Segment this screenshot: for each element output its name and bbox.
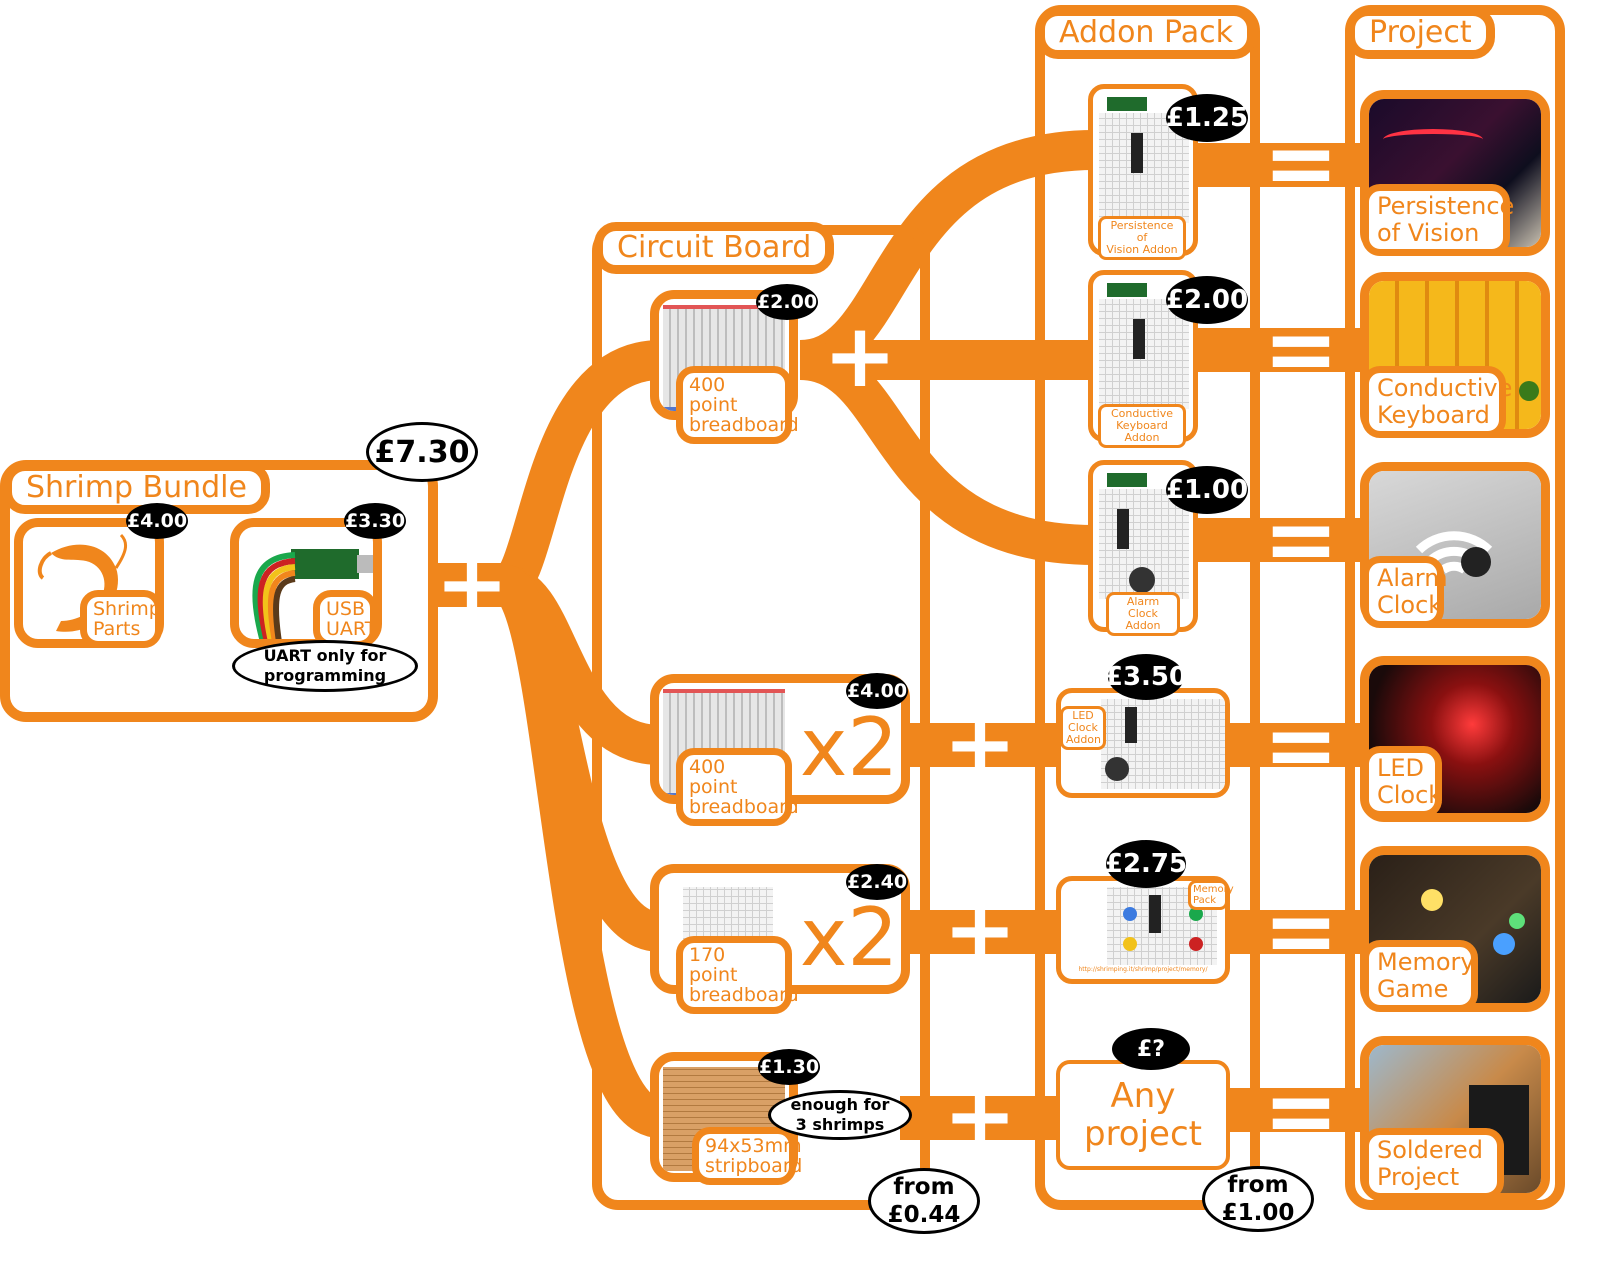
column-title-bundle: Shrimp Bundle [3,462,270,514]
board-qty-3: x2 [800,891,899,984]
project-label-4: LED Clock [1362,746,1442,818]
equals-sign-3: = [1263,487,1339,592]
bundle-total-price: £7.30 [366,422,478,482]
board-price-4: £1.30 [758,1049,820,1085]
column-title-project: Project [1346,7,1495,59]
board-price-1: £2.00 [756,284,818,320]
flow-board1-addon3 [798,340,1096,565]
addon-label-5: Memory Pack [1188,880,1234,910]
addon-price-1: £1.25 [1166,94,1248,142]
board4-plus-sign: + [943,1064,1017,1167]
board-qty-2: x2 [800,701,899,794]
usb-uart-board [291,549,359,579]
addon-image-4 [1101,699,1225,789]
addon-from-price: from £1.00 [1202,1166,1314,1232]
equals-sign-5: = [1263,879,1339,984]
addon-price-2: £2.00 [1166,276,1248,324]
addon-any-project: Any project [1056,1060,1230,1170]
addon-label-1: Persistence of Vision Addon [1098,216,1186,260]
addon-label-3: Alarm Clock Addon [1106,592,1180,636]
board-label-4: 94x53mm stripboard [692,1127,802,1185]
addon-label-4: LED Clock Addon [1060,706,1106,750]
equals-sign-1: = [1263,111,1339,216]
uart-wires-icon [252,552,296,639]
circuit-from-price: from £0.44 [868,1168,980,1234]
board2-plus-sign: + [943,692,1017,795]
equals-sign-2: = [1263,297,1339,402]
addon-card-4 [1056,688,1230,798]
equals-sign-6: = [1263,1059,1339,1164]
board-label-2: 400 point breadboard [676,748,799,826]
usb-uart-price: £3.30 [344,503,406,539]
board-price-3: £2.40 [846,864,908,900]
equals-sign-4: = [1263,693,1339,798]
addon-url-5: http://shrimping.it/shrimp/project/memor… [1078,966,1208,973]
addon-label-2: Conductive Keyboard Addon [1098,404,1186,448]
board-label-3: 170 point breadboard [676,936,799,1014]
board-price-2: £4.00 [846,673,908,709]
board3-plus-sign: + [943,878,1017,981]
board-label-1: 400 point breadboard [676,366,799,444]
bundle-plus-sign: + [161,532,235,635]
project-label-2: Conductive Keyboard [1362,366,1512,438]
stripboard-note: enough for 3 shrimps [768,1090,912,1140]
project-label-1: Persistence of Vision [1362,184,1514,256]
bundle-to-boards-plus: + [435,532,509,635]
addon-price-3: £1.00 [1166,466,1248,514]
shrimp-parts-price: £4.00 [126,503,188,539]
board1-plus-sign: + [823,304,897,407]
project-label-5: Memory Game [1362,940,1478,1012]
project-label-3: Alarm Clock [1362,556,1448,628]
flow-to-board-4 [495,565,664,1138]
project-label-6: Soldered Project [1362,1128,1504,1200]
addon-price-5: £2.75 [1105,840,1187,888]
column-title-circuit: Circuit Board [594,222,835,274]
column-title-addon: Addon Pack [1036,7,1256,59]
addon-price-6: £? [1112,1028,1190,1070]
addon-price-4: £3.50 [1105,654,1187,700]
uart-programming-note: UART only for programming [232,640,418,692]
shrimp-parts-label: Shrimp Parts [80,590,162,648]
